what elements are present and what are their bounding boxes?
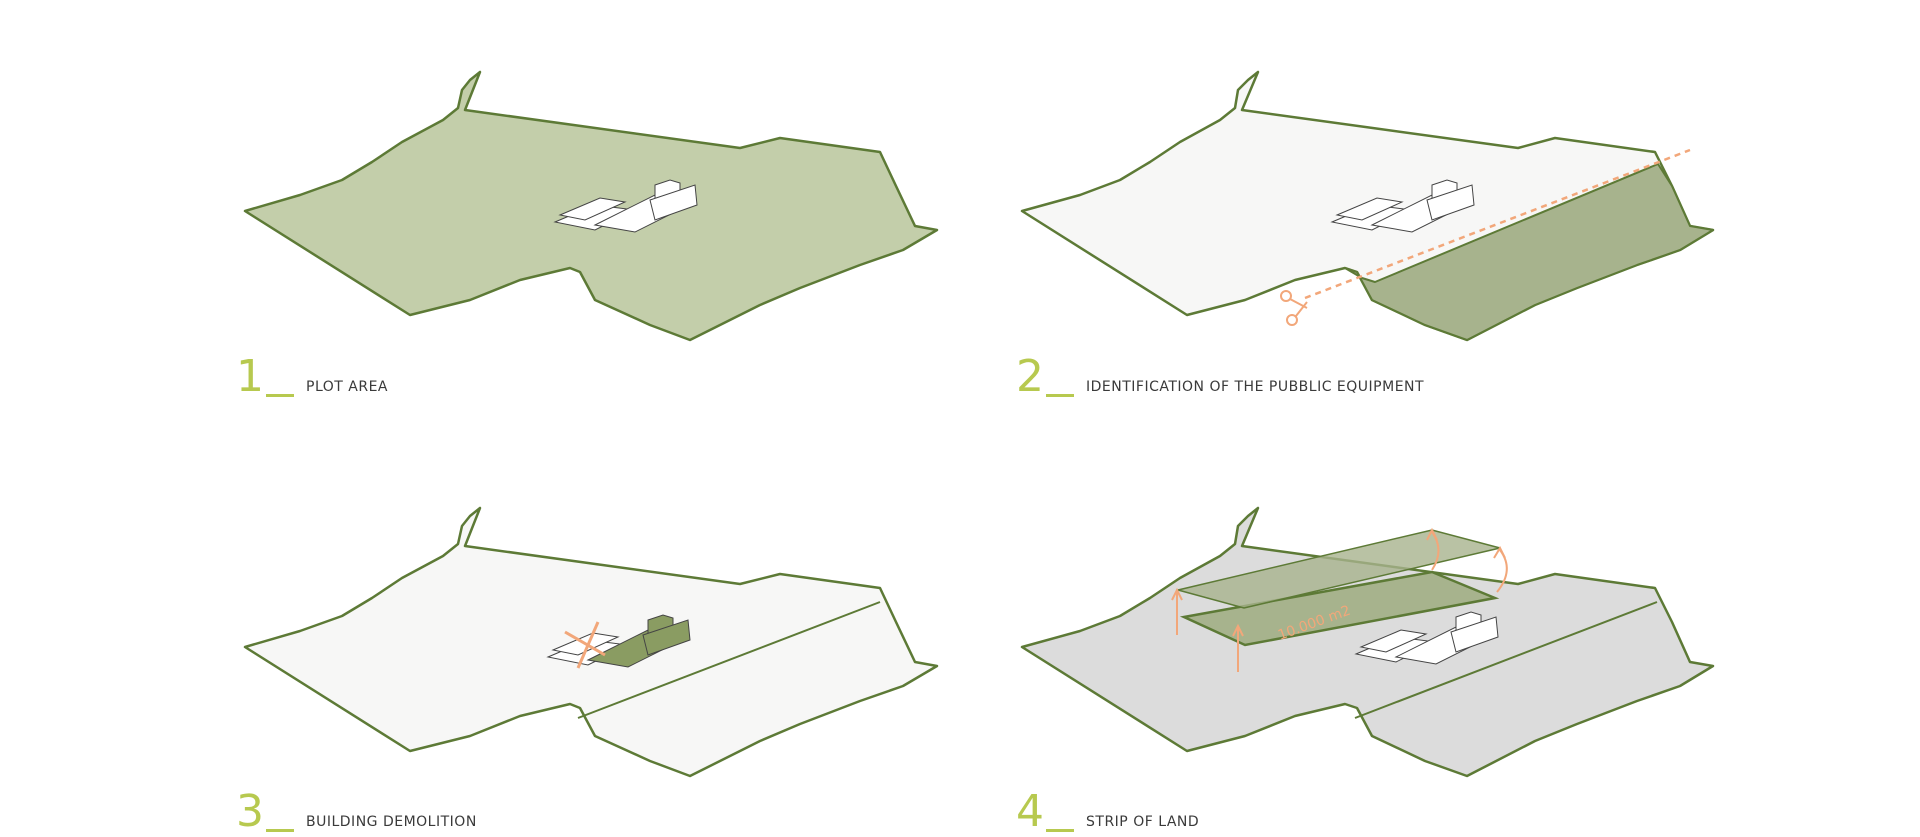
caption-1: 1 PLOT AREA [236,351,388,402]
building-demolition-diagram [243,506,939,778]
strip-boundary [1354,601,1658,719]
number-underline [266,394,294,397]
building-icon [553,179,698,233]
building-icon [1330,179,1475,233]
public-equipment-diagram [1020,70,1715,342]
building-icon [1354,611,1499,665]
step-number: 4 [1016,786,1044,837]
plot-area-diagram [243,70,939,342]
step-label: PLOT AREA [306,379,388,395]
building-icon [546,614,691,668]
step-label: BUILDING DEMOLITION [306,814,477,830]
caption-4: 4 STRIP OF LAND [1016,786,1200,837]
strip-footprint [1179,570,1500,647]
step-number: 1 [236,351,264,402]
panel-plot-area: 1 PLOT AREA [0,0,960,420]
panel-public-equipment: 2 IDENTIFICATION OF THE PUBBLIC EQUIPMEN… [1016,70,1715,402]
plot-outline [1020,506,1715,778]
number-underline [1046,394,1074,397]
caption-3: 3 BUILDING DEMOLITION [236,786,477,837]
cut-line [1304,148,1691,300]
step-label: IDENTIFICATION OF THE PUBBLIC EQUIPMENT [1086,379,1425,395]
step-label: STRIP OF LAND [1086,814,1200,830]
public-equipment-strip [1344,163,1714,341]
step-number: 3 [236,786,264,837]
demolition-x-icon [564,621,606,669]
lift-arrows [1171,527,1508,672]
number-underline [1046,829,1074,832]
caption-2: 2 IDENTIFICATION OF THE PUBBLIC EQUIPMEN… [1016,351,1425,402]
scissors-icon [1280,290,1308,326]
step-number: 2 [1016,351,1044,402]
panel-building-demolition: 3 BUILDING DEMOLITION [236,506,939,837]
number-underline [266,829,294,832]
strip-boundary [577,601,881,719]
